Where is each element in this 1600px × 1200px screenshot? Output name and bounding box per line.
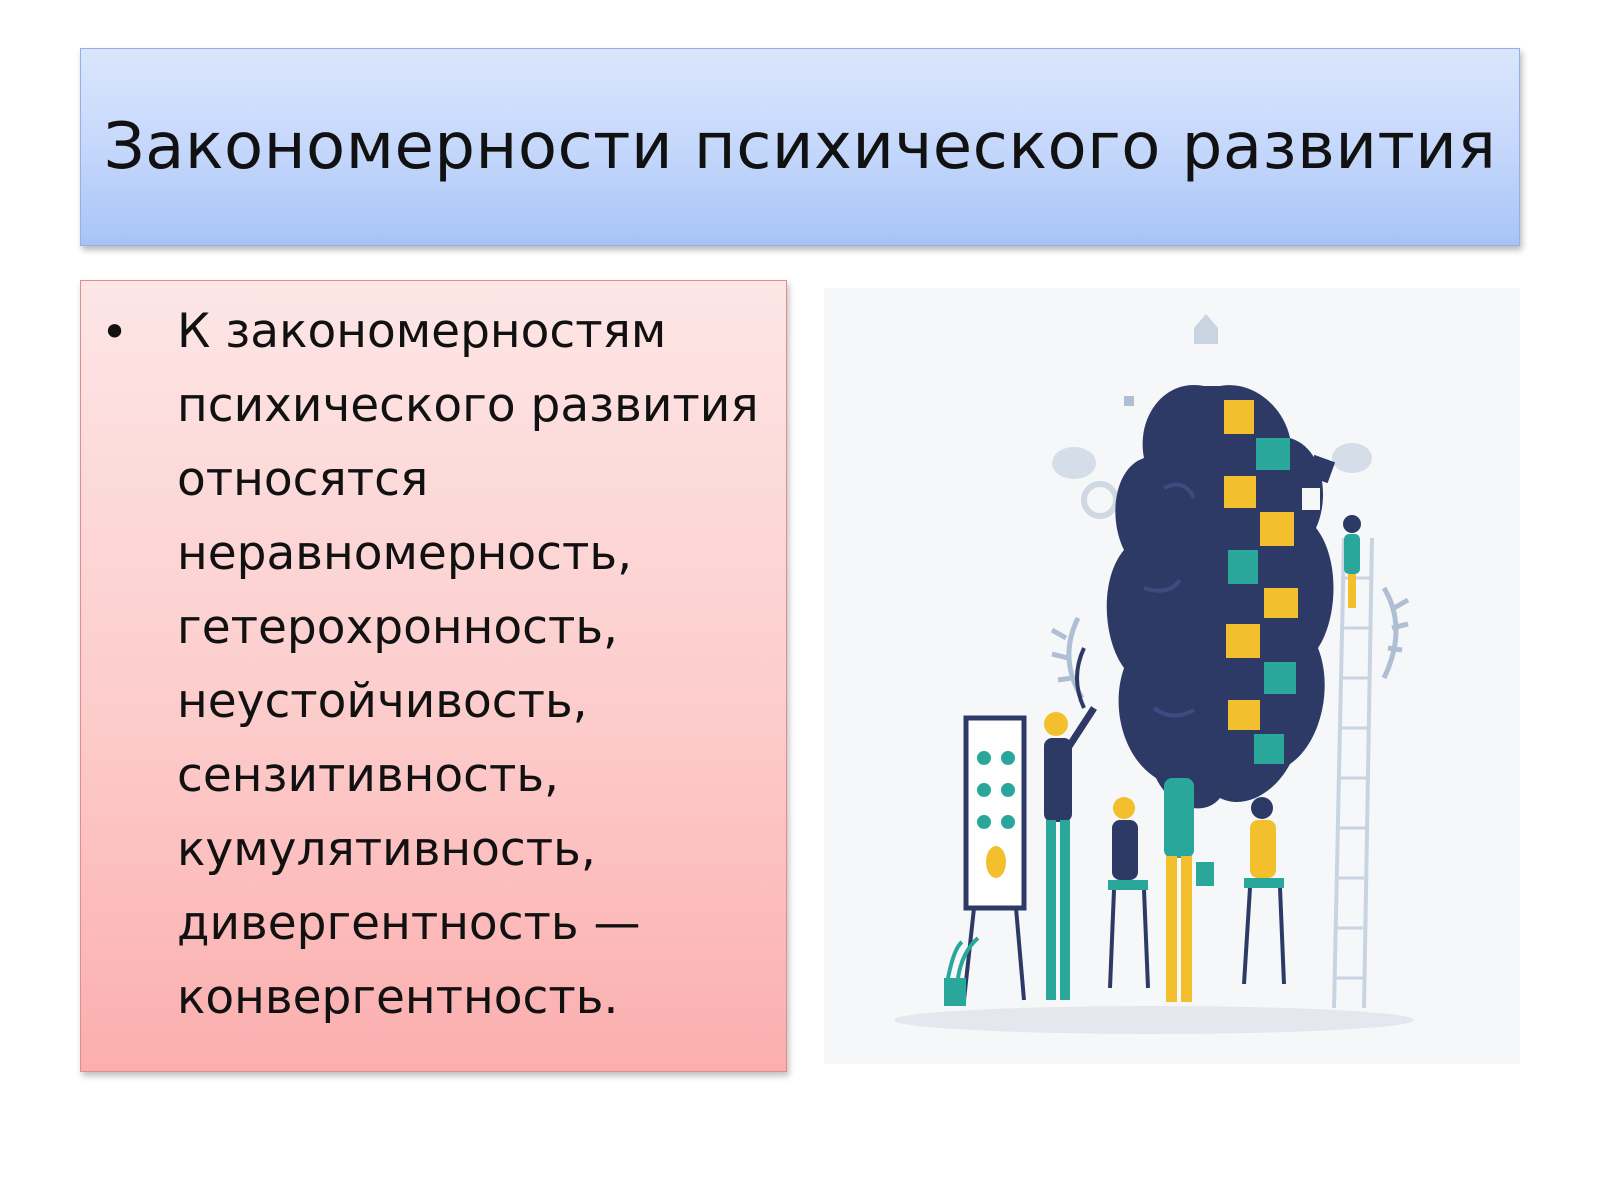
bullet-line: конвергентность. (177, 970, 619, 1025)
bullet-line: дивергентность — (177, 896, 641, 951)
bullet-icon: • (101, 305, 129, 359)
bullet-line: К закономерностям (177, 304, 667, 359)
bullet-line: относятся (177, 452, 429, 507)
brain-puzzle-illustration (824, 288, 1520, 1064)
bullet-line: гетерохронность, (177, 600, 618, 655)
slide-title: Закономерности психического развития (103, 110, 1497, 184)
bullet-line: сензитивность, (177, 748, 559, 803)
bullet-line: неустойчивость, (177, 674, 588, 729)
content-box: • К закономерностям психического развити… (80, 280, 787, 1072)
bullet-line: кумулятивность, (177, 822, 596, 877)
brain-puzzle-icon (894, 314, 1414, 1034)
bullet-text: К закономерностям психического развития … (177, 295, 777, 1035)
bullet-line: психического развития (177, 378, 759, 433)
title-box: Закономерности психического развития (80, 48, 1520, 246)
bullet-line: неравномерность, (177, 526, 633, 581)
